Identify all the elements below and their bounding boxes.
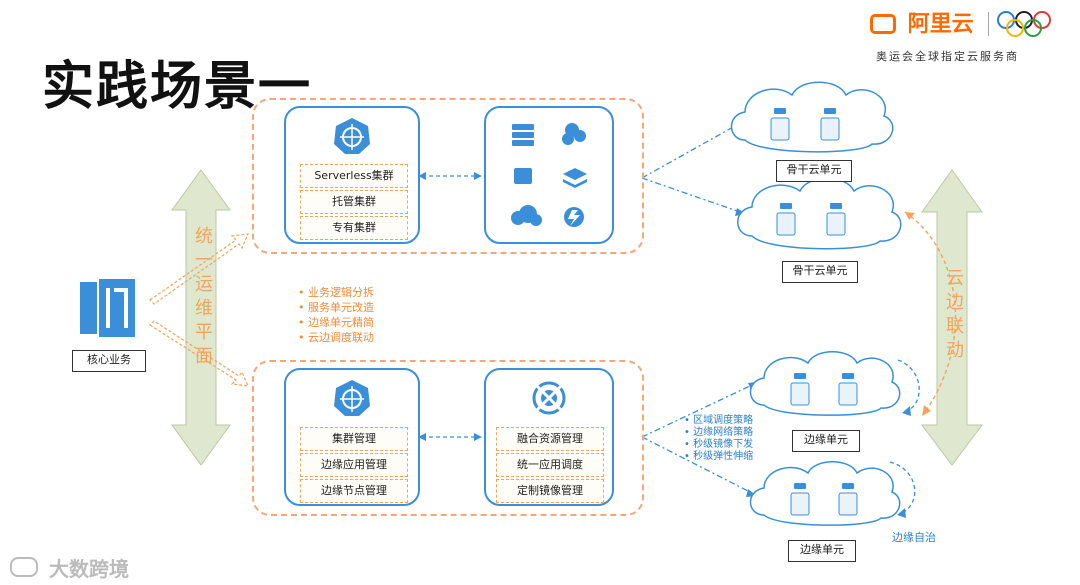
aliyun-logo-icon [870, 14, 896, 34]
storage-box-icon [514, 168, 532, 184]
edge-cloud-label-2: 边缘单元 [788, 540, 856, 562]
brand-name: 阿里云 [870, 6, 974, 38]
edge-loop-1-head [902, 406, 911, 416]
app-scheduling: 统一应用调度 [496, 453, 604, 477]
edge-cloud-label-1: 边缘单元 [792, 430, 860, 452]
bullet-item: • 边缘单元精简 [298, 316, 374, 329]
edge-link-curve-head-bottom [922, 405, 931, 416]
lower-region [252, 360, 644, 516]
server-stack-icon [512, 124, 534, 130]
core-to-lower-arrow [149, 320, 249, 387]
cluster-serverless: Serverless集群 [300, 164, 408, 188]
core-business-label: 核心业务 [72, 350, 146, 372]
edge-app-management: 边缘应用管理 [300, 453, 408, 477]
strategy-item: • 区域调度策略 [684, 415, 754, 426]
edge-loop-1 [897, 359, 920, 413]
upper-internal-arrow [418, 172, 482, 180]
kubernetes-icon [334, 118, 370, 154]
kubernetes-icon-2 [334, 380, 370, 416]
edge-link-curve [904, 211, 957, 413]
cloud-edge-1 [749, 351, 901, 416]
upper-to-cloud-arrows [641, 123, 746, 216]
cluster-managed: 托管集群 [300, 190, 408, 214]
crosshair-icon [532, 381, 566, 415]
backbone-cloud-label-1: 骨干云单元 [776, 160, 852, 182]
resource-fusion: 融合资源管理 [496, 427, 604, 451]
watermark: 大数跨境 [10, 553, 129, 582]
backbone-cloud-label-2: 骨干云单元 [782, 261, 858, 283]
core-business-icon [80, 277, 137, 339]
layers-icon [563, 168, 587, 180]
bullet-item: • 云边调度联动 [298, 331, 374, 344]
bullet-item: • 业务逻辑分拆 [298, 286, 374, 299]
strategy-list: • 区域调度策略 • 边缘网络策略 • 秒级镜像下发 • 秒级弹性伸缩 [684, 415, 753, 463]
edge-loop-2 [889, 461, 916, 515]
cluster-dedicated: 专有集群 [300, 216, 408, 240]
cloud-edge-2 [749, 461, 901, 526]
watermark-logo-icon [10, 557, 38, 577]
edge-link-curve-head-top [905, 212, 915, 220]
core-to-upper-arrow [149, 233, 249, 305]
edge-link-label: 云边联动 [943, 268, 964, 364]
middle-bullets: • 业务逻辑分拆 • 服务单元改造 • 边缘单元精简 • 云边调度联动 [298, 285, 374, 345]
platform-label: 统一运维平面 [192, 226, 213, 370]
olympic-rings-icon [988, 11, 1051, 37]
strategy-item: • 边缘网络策略 [684, 427, 754, 438]
lower-schedule-panel: 融合资源管理 统一应用调度 定制镜像管理 [484, 368, 614, 506]
strategy-item: • 秒级镜像下发 [684, 439, 754, 450]
cloud-backbone-2 [737, 177, 902, 250]
lower-internal-arrow [418, 433, 482, 441]
upper-cluster-panel: Serverless集群 托管集群 专有集群 [284, 106, 420, 244]
upper-region [252, 98, 644, 254]
server-icons [770, 117, 858, 516]
strategy-item: • 秒级弹性伸缩 [684, 451, 754, 462]
image-management: 定制镜像管理 [496, 479, 604, 503]
brand-tagline: 奥运会全球指定云服务商 [876, 50, 1019, 63]
resource-icons [511, 123, 587, 227]
edge-node-management: 边缘节点管理 [300, 479, 408, 503]
cluster-management: 集群管理 [300, 427, 408, 451]
edge-autonomy-label: 边缘自治 [892, 531, 936, 544]
container-icons [774, 108, 854, 489]
upper-resource-panel [484, 106, 614, 244]
bullet-item: • 服务单元改造 [298, 301, 374, 314]
lower-manage-panel: 集群管理 边缘应用管理 边缘节点管理 [284, 368, 420, 506]
cloud-backbone-1 [730, 81, 894, 153]
platform-arrow [171, 169, 231, 466]
edge-loop-2-head [897, 508, 906, 518]
brand-logo: 阿里云 奥运会全球指定云服务商 [870, 6, 1070, 63]
